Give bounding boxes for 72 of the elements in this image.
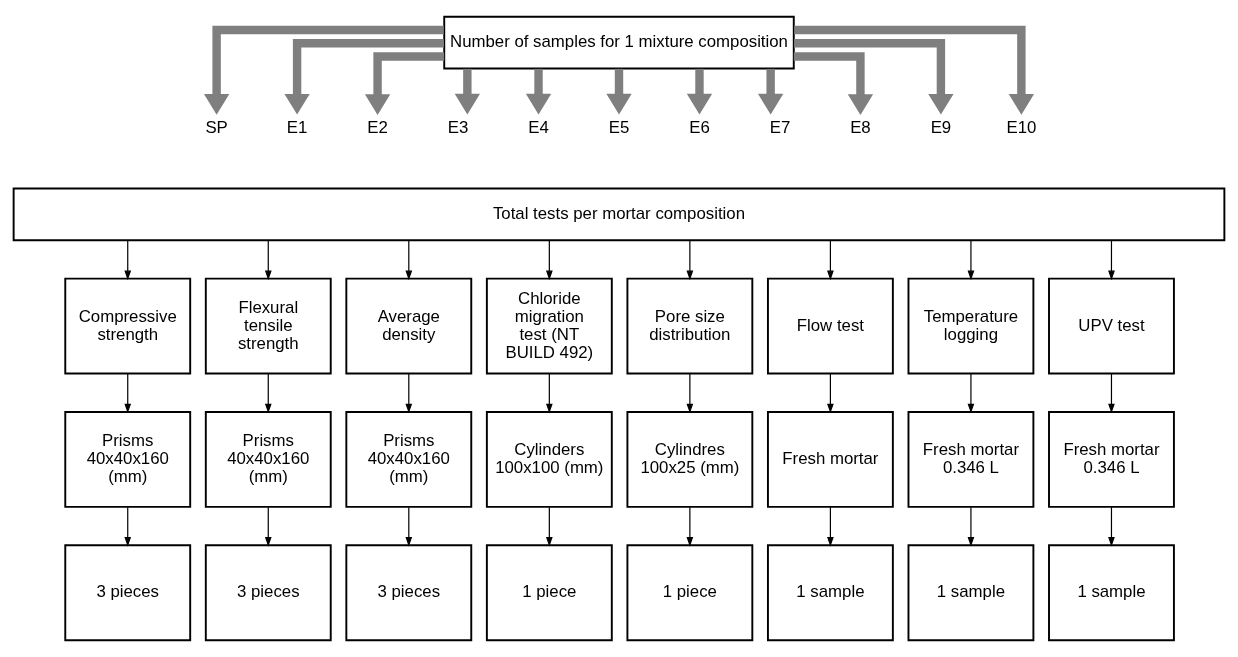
arrow (794, 25, 1035, 115)
arrow (827, 239, 834, 281)
node-text: E3 (447, 117, 469, 137)
node-text: E7 (769, 117, 791, 137)
node-text: SP (205, 117, 228, 137)
arrow (794, 39, 954, 115)
node-box: Temperature logging (907, 277, 1035, 375)
node-box: Pore size distribution (626, 277, 754, 375)
arrow (364, 52, 445, 115)
arrow (405, 373, 413, 414)
arrow (1108, 239, 1115, 281)
node-box: Cylinders 100x100 (mm) (485, 411, 613, 508)
node-box: Flow test (767, 277, 894, 375)
node-box: 3 pieces (204, 544, 332, 642)
arrow (1108, 506, 1115, 547)
node-box: Prisms 40x40x160 (mm) (64, 411, 192, 508)
node-box: 1 piece (626, 544, 754, 642)
node-box: Compressive strength (64, 277, 192, 375)
arrow (264, 239, 272, 281)
arrow (545, 506, 553, 547)
node-box: Fresh mortar (767, 411, 894, 508)
node-text: E9 (930, 117, 952, 137)
node-box: Fresh mortar 0.346 L (907, 411, 1035, 508)
arrow (967, 506, 975, 547)
arrow (1108, 373, 1115, 414)
arrow (686, 506, 694, 547)
arrow (264, 373, 272, 414)
node-box: Fresh mortar 0.346 L (1048, 411, 1175, 508)
node-text: E10 (1006, 117, 1037, 137)
node-box: Number of samples for 1 mixture composition (443, 15, 795, 70)
arrow (758, 68, 784, 115)
node-text: E8 (850, 117, 871, 137)
arrow (793, 52, 874, 115)
node-box: 1 sample (907, 544, 1035, 642)
arrow (405, 506, 413, 547)
arrow (827, 506, 834, 547)
arrow (124, 373, 132, 414)
node-text: E6 (689, 117, 710, 137)
arrow (124, 506, 132, 547)
node-text: E2 (367, 117, 388, 137)
node-box: Prisms 40x40x160 (mm) (204, 411, 332, 508)
arrow (686, 239, 694, 281)
node-box: 3 pieces (64, 544, 192, 642)
node-box: Flexural tensile strength (204, 277, 332, 375)
node-text: E5 (608, 117, 630, 137)
node-box: 1 sample (767, 544, 894, 642)
node-box: Cylindres 100x25 (mm) (626, 411, 754, 508)
node-box: UPV test (1048, 277, 1175, 375)
arrow (264, 506, 272, 547)
arrow (454, 68, 480, 115)
arrow (203, 25, 444, 115)
arrow (284, 39, 444, 115)
arrow (124, 239, 132, 281)
arrow (545, 239, 553, 281)
arrow (545, 373, 553, 414)
node-box: Total tests per mortar composition (12, 187, 1226, 242)
arrow (606, 68, 632, 115)
node-box: 1 sample (1048, 544, 1175, 642)
node-text: E4 (528, 117, 549, 137)
arrow (686, 68, 713, 115)
node-box: Chloride migration test (NT BUILD 492) (485, 277, 613, 375)
node-text: E1 (286, 117, 308, 137)
node-box: 1 piece (485, 544, 613, 642)
arrow (686, 373, 694, 414)
arrow (405, 239, 413, 281)
arrow (827, 373, 834, 414)
node-box: Prisms 40x40x160 (mm) (345, 411, 473, 508)
node-box: 3 pieces (345, 544, 473, 642)
arrow (967, 373, 975, 414)
node-box: Average density (345, 277, 473, 375)
arrow (967, 239, 975, 281)
arrow (525, 68, 552, 115)
